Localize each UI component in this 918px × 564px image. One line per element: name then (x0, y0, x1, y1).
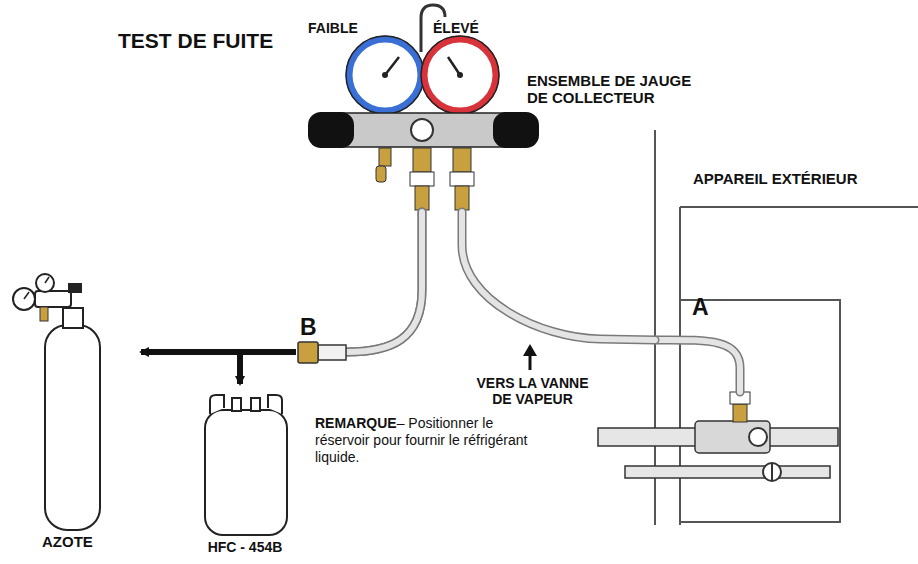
node-label: FAIBLE (308, 20, 358, 36)
nitrogen-cylinder (13, 274, 100, 530)
node-label: APPAREIL EXTÉRIEUR (693, 170, 857, 187)
direction-label: VERS LA VANNE DE VAPEUR (470, 375, 595, 407)
refrigerant-tank (205, 395, 287, 535)
refrigerant-tank: HFC - 454B (190, 385, 300, 560)
node-label: ENSEMBLE DE JAUGE DE COLLECTEUR (527, 72, 705, 107)
nitrogen-cylinder: AZOTE (15, 280, 140, 555)
diagram-title: TEST DE FUITE (118, 29, 273, 53)
edge-label: A (692, 294, 709, 320)
node-label: AZOTE (42, 533, 93, 550)
outdoor-unit: APPAREIL EXTÉRIEUR (655, 130, 918, 530)
service-valves (598, 340, 838, 481)
edge-label: B (300, 314, 317, 340)
node-label: ÉLEVÉ (433, 20, 479, 36)
note-heading: REMARQUE (315, 415, 397, 431)
node-label: HFC - 454B (190, 539, 300, 555)
hose-connector (240, 212, 422, 384)
hose-connector (141, 212, 422, 352)
manifold-gauge-set (308, 5, 539, 210)
manifold-gauge-set: FAIBLE ÉLEVÉ ENSEMBLE DE JAUGE DE COLLECTE… (300, 0, 740, 212)
note-block: REMARQUE– Positionner le réservoir pour … (315, 415, 550, 465)
hose-connector (462, 212, 655, 340)
direction-arrow (523, 344, 537, 370)
